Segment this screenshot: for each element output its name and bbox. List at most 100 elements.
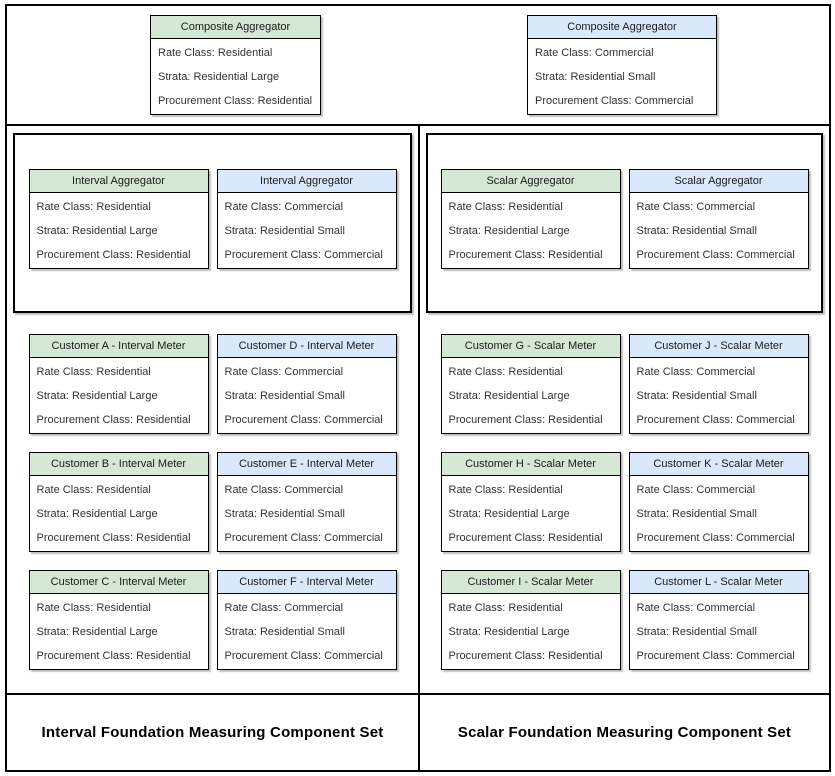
rate-class-line: Rate Class: Commercial — [224, 484, 344, 496]
strata-line: Strata: Residential Large — [158, 71, 280, 83]
strata-line: Strata: Residential Large — [36, 626, 158, 638]
strata-line: Strata: Residential Small — [224, 225, 345, 237]
card-body: Rate Class: Residential Strata: Resident… — [151, 39, 320, 113]
card-body: Rate Class: Residential Strata: Resident… — [30, 594, 208, 668]
customer-card-d: Customer D - Interval Meter Rate Class: … — [216, 334, 397, 434]
customer-card-h: Customer H - Scalar Meter Rate Class: Re… — [440, 452, 621, 552]
interval-component-set: Interval Aggregator Rate Class: Resident… — [7, 126, 418, 770]
procurement-class-line: Procurement Class: Residential — [36, 414, 191, 426]
customer-card-a: Customer A - Interval Meter Rate Class: … — [28, 334, 209, 434]
strata-line: Strata: Residential Small — [636, 508, 757, 520]
card-title: Composite Aggregator — [151, 16, 320, 39]
strata-line: Strata: Residential Small — [224, 508, 345, 520]
strata-line: Strata: Residential Large — [36, 508, 158, 520]
card-title: Customer K - Scalar Meter — [629, 453, 808, 476]
strata-line: Strata: Residential Large — [448, 225, 570, 237]
card-title: Customer G - Scalar Meter — [441, 335, 620, 358]
rate-class-line: Rate Class: Residential — [448, 366, 563, 378]
procurement-class-line: Procurement Class: Residential — [158, 95, 313, 107]
procurement-class-line: Procurement Class: Residential — [36, 249, 191, 261]
card-title: Customer D - Interval Meter — [217, 335, 396, 358]
procurement-class-line: Procurement Class: Commercial — [636, 249, 795, 261]
card-body: Rate Class: Commercial Strata: Residenti… — [630, 594, 808, 668]
card-title: Scalar Aggregator — [629, 170, 808, 193]
rate-class-line: Rate Class: Residential — [448, 602, 563, 614]
card-body: Rate Class: Residential Strata: Resident… — [30, 476, 208, 550]
card-body: Rate Class: Commercial Strata: Residenti… — [630, 193, 808, 267]
card-body: Rate Class: Residential Strata: Resident… — [30, 193, 208, 267]
card-body: Rate Class: Commercial Strata: Residenti… — [218, 193, 396, 267]
card-title: Customer A - Interval Meter — [29, 335, 208, 358]
rate-class-line: Rate Class: Commercial — [224, 201, 344, 213]
card-title: Customer H - Scalar Meter — [441, 453, 620, 476]
procurement-class-line: Procurement Class: Commercial — [224, 532, 383, 544]
customer-card-g: Customer G - Scalar Meter Rate Class: Re… — [440, 334, 621, 434]
card-title: Customer F - Interval Meter — [217, 571, 396, 594]
strata-line: Strata: Residential Small — [224, 626, 345, 638]
component-sets-row: Interval Aggregator Rate Class: Resident… — [7, 126, 829, 770]
card-body: Rate Class: Residential Strata: Resident… — [442, 594, 620, 668]
card-title: Composite Aggregator — [528, 16, 716, 39]
procurement-class-line: Procurement Class: Commercial — [535, 95, 694, 107]
card-body: Rate Class: Commercial Strata: Residenti… — [218, 358, 396, 432]
procurement-class-line: Procurement Class: Commercial — [636, 414, 795, 426]
customer-row: Customer H - Scalar Meter Rate Class: Re… — [420, 452, 829, 552]
card-title: Customer B - Interval Meter — [29, 453, 208, 476]
rate-class-line: Rate Class: Residential — [36, 602, 151, 614]
card-title: Customer L - Scalar Meter — [629, 571, 808, 594]
customer-row: Customer A - Interval Meter Rate Class: … — [7, 334, 418, 434]
strata-line: Strata: Residential Small — [224, 390, 345, 402]
interval-aggregator-card-commercial: Interval Aggregator Rate Class: Commerci… — [216, 169, 397, 269]
procurement-class-line: Procurement Class: Commercial — [636, 532, 795, 544]
customer-row: Customer I - Scalar Meter Rate Class: Re… — [420, 570, 829, 670]
procurement-class-line: Procurement Class: Commercial — [224, 414, 383, 426]
procurement-class-line: Procurement Class: Residential — [448, 249, 603, 261]
card-body: Rate Class: Residential Strata: Resident… — [442, 193, 620, 267]
card-body: Rate Class: Residential Strata: Resident… — [30, 358, 208, 432]
customer-row: Customer G - Scalar Meter Rate Class: Re… — [420, 334, 829, 434]
rate-class-line: Rate Class: Residential — [36, 201, 151, 213]
rate-class-line: Rate Class: Commercial — [224, 602, 344, 614]
customer-card-c: Customer C - Interval Meter Rate Class: … — [28, 570, 209, 670]
card-title: Customer I - Scalar Meter — [441, 571, 620, 594]
rate-class-line: Rate Class: Commercial — [636, 201, 756, 213]
rate-class-line: Rate Class: Residential — [36, 366, 151, 378]
scalar-aggregator-card-commercial: Scalar Aggregator Rate Class: Commercial… — [628, 169, 809, 269]
customer-card-f: Customer F - Interval Meter Rate Class: … — [216, 570, 397, 670]
strata-line: Strata: Residential Small — [636, 626, 757, 638]
card-body: Rate Class: Commercial Strata: Residenti… — [218, 476, 396, 550]
composite-aggregator-card-residential: Composite Aggregator Rate Class: Residen… — [150, 15, 321, 115]
customer-row: Customer C - Interval Meter Rate Class: … — [7, 570, 418, 670]
diagram-frame: Composite Aggregator Rate Class: Residen… — [5, 4, 831, 772]
customer-row: Customer B - Interval Meter Rate Class: … — [7, 452, 418, 552]
strata-line: Strata: Residential Large — [36, 390, 158, 402]
procurement-class-line: Procurement Class: Residential — [36, 532, 191, 544]
procurement-class-line: Procurement Class: Residential — [36, 650, 191, 662]
customer-card-e: Customer E - Interval Meter Rate Class: … — [216, 452, 397, 552]
interval-cards-area: Interval Aggregator Rate Class: Resident… — [7, 126, 418, 693]
card-title: Customer E - Interval Meter — [217, 453, 396, 476]
rate-class-line: Rate Class: Commercial — [224, 366, 344, 378]
customer-card-l: Customer L - Scalar Meter Rate Class: Co… — [628, 570, 809, 670]
composite-aggregator-card-commercial: Composite Aggregator Rate Class: Commerc… — [527, 15, 717, 115]
interval-aggregator-group: Interval Aggregator Rate Class: Resident… — [13, 133, 412, 313]
strata-line: Strata: Residential Large — [448, 626, 570, 638]
scalar-cards-area: Scalar Aggregator Rate Class: Residentia… — [420, 126, 829, 693]
composite-aggregator-row: Composite Aggregator Rate Class: Residen… — [7, 6, 829, 126]
rate-class-line: Rate Class: Commercial — [636, 484, 756, 496]
interval-aggregator-pair: Interval Aggregator Rate Class: Resident… — [15, 169, 410, 269]
rate-class-line: Rate Class: Commercial — [535, 47, 654, 59]
card-body: Rate Class: Residential Strata: Resident… — [442, 358, 620, 432]
card-body: Rate Class: Commercial Strata: Residenti… — [630, 358, 808, 432]
card-body: Rate Class: Residential Strata: Resident… — [442, 476, 620, 550]
card-title: Interval Aggregator — [217, 170, 396, 193]
scalar-aggregator-pair: Scalar Aggregator Rate Class: Residentia… — [428, 169, 821, 269]
customer-card-i: Customer I - Scalar Meter Rate Class: Re… — [440, 570, 621, 670]
rate-class-line: Rate Class: Commercial — [636, 366, 756, 378]
customer-card-b: Customer B - Interval Meter Rate Class: … — [28, 452, 209, 552]
rate-class-line: Rate Class: Residential — [448, 201, 563, 213]
interval-aggregator-card-residential: Interval Aggregator Rate Class: Resident… — [28, 169, 209, 269]
card-body: Rate Class: Commercial Strata: Residenti… — [528, 39, 716, 113]
procurement-class-line: Procurement Class: Residential — [448, 650, 603, 662]
scalar-aggregator-group: Scalar Aggregator Rate Class: Residentia… — [426, 133, 823, 313]
